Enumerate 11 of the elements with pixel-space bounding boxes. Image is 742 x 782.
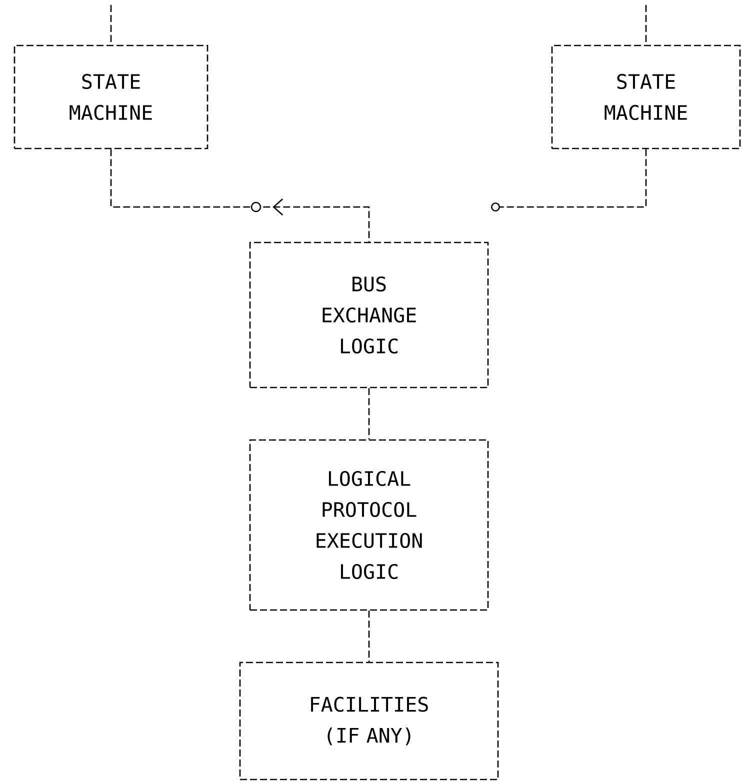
connector-line [491,149,647,212]
connector-line [368,610,370,662]
process-box: BUS EXCHANGE LOGIC [249,242,489,388]
connector-line [645,5,647,45]
process-box: STATE MACHINE [551,44,741,150]
process-box: STATE MACHINE [14,44,208,150]
process-box: LOGICAL PROTOCOL EXECUTION LOGIC [249,439,489,611]
connector-line [110,149,370,242]
process-box: FACILITIES (IF ANY) [239,662,499,780]
connector-line [368,388,370,440]
connector-line [110,5,112,45]
